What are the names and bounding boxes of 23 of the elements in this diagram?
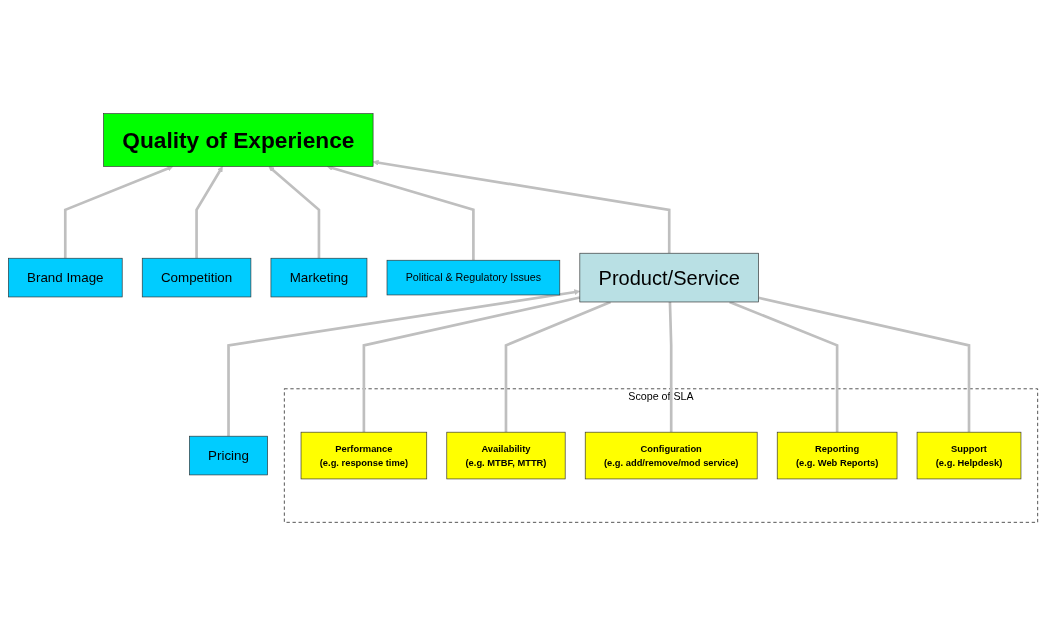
node-box: Political & Regulatory Issues <box>386 259 560 296</box>
connector <box>728 300 838 433</box>
node-box: Marketing <box>270 257 367 298</box>
connector <box>757 296 970 433</box>
node-box: Quality of Experience <box>102 113 373 167</box>
node-box: Competition <box>141 257 251 298</box>
arrow <box>194 166 223 259</box>
arrow <box>372 159 671 254</box>
arrow <box>226 289 580 437</box>
node-box: Brand Image <box>7 257 123 298</box>
connector <box>668 301 673 433</box>
node-box: Support (e.g. Helpdesk) <box>916 431 1021 480</box>
arrow <box>63 165 173 259</box>
node-box: Configuration (e.g. add/remove/mod service) <box>584 431 757 480</box>
node-box: Pricing <box>188 435 268 476</box>
connector <box>504 300 611 433</box>
node-box: Availability (e.g. MTBF, MTTR) <box>445 431 565 480</box>
node-box: Performance (e.g. response time) <box>300 431 427 480</box>
node-box: Product/Service <box>579 252 759 303</box>
arrow <box>326 165 475 261</box>
arrow <box>268 166 320 259</box>
connector <box>362 296 580 433</box>
node-box: Reporting (e.g. Web Reports) <box>776 431 897 480</box>
